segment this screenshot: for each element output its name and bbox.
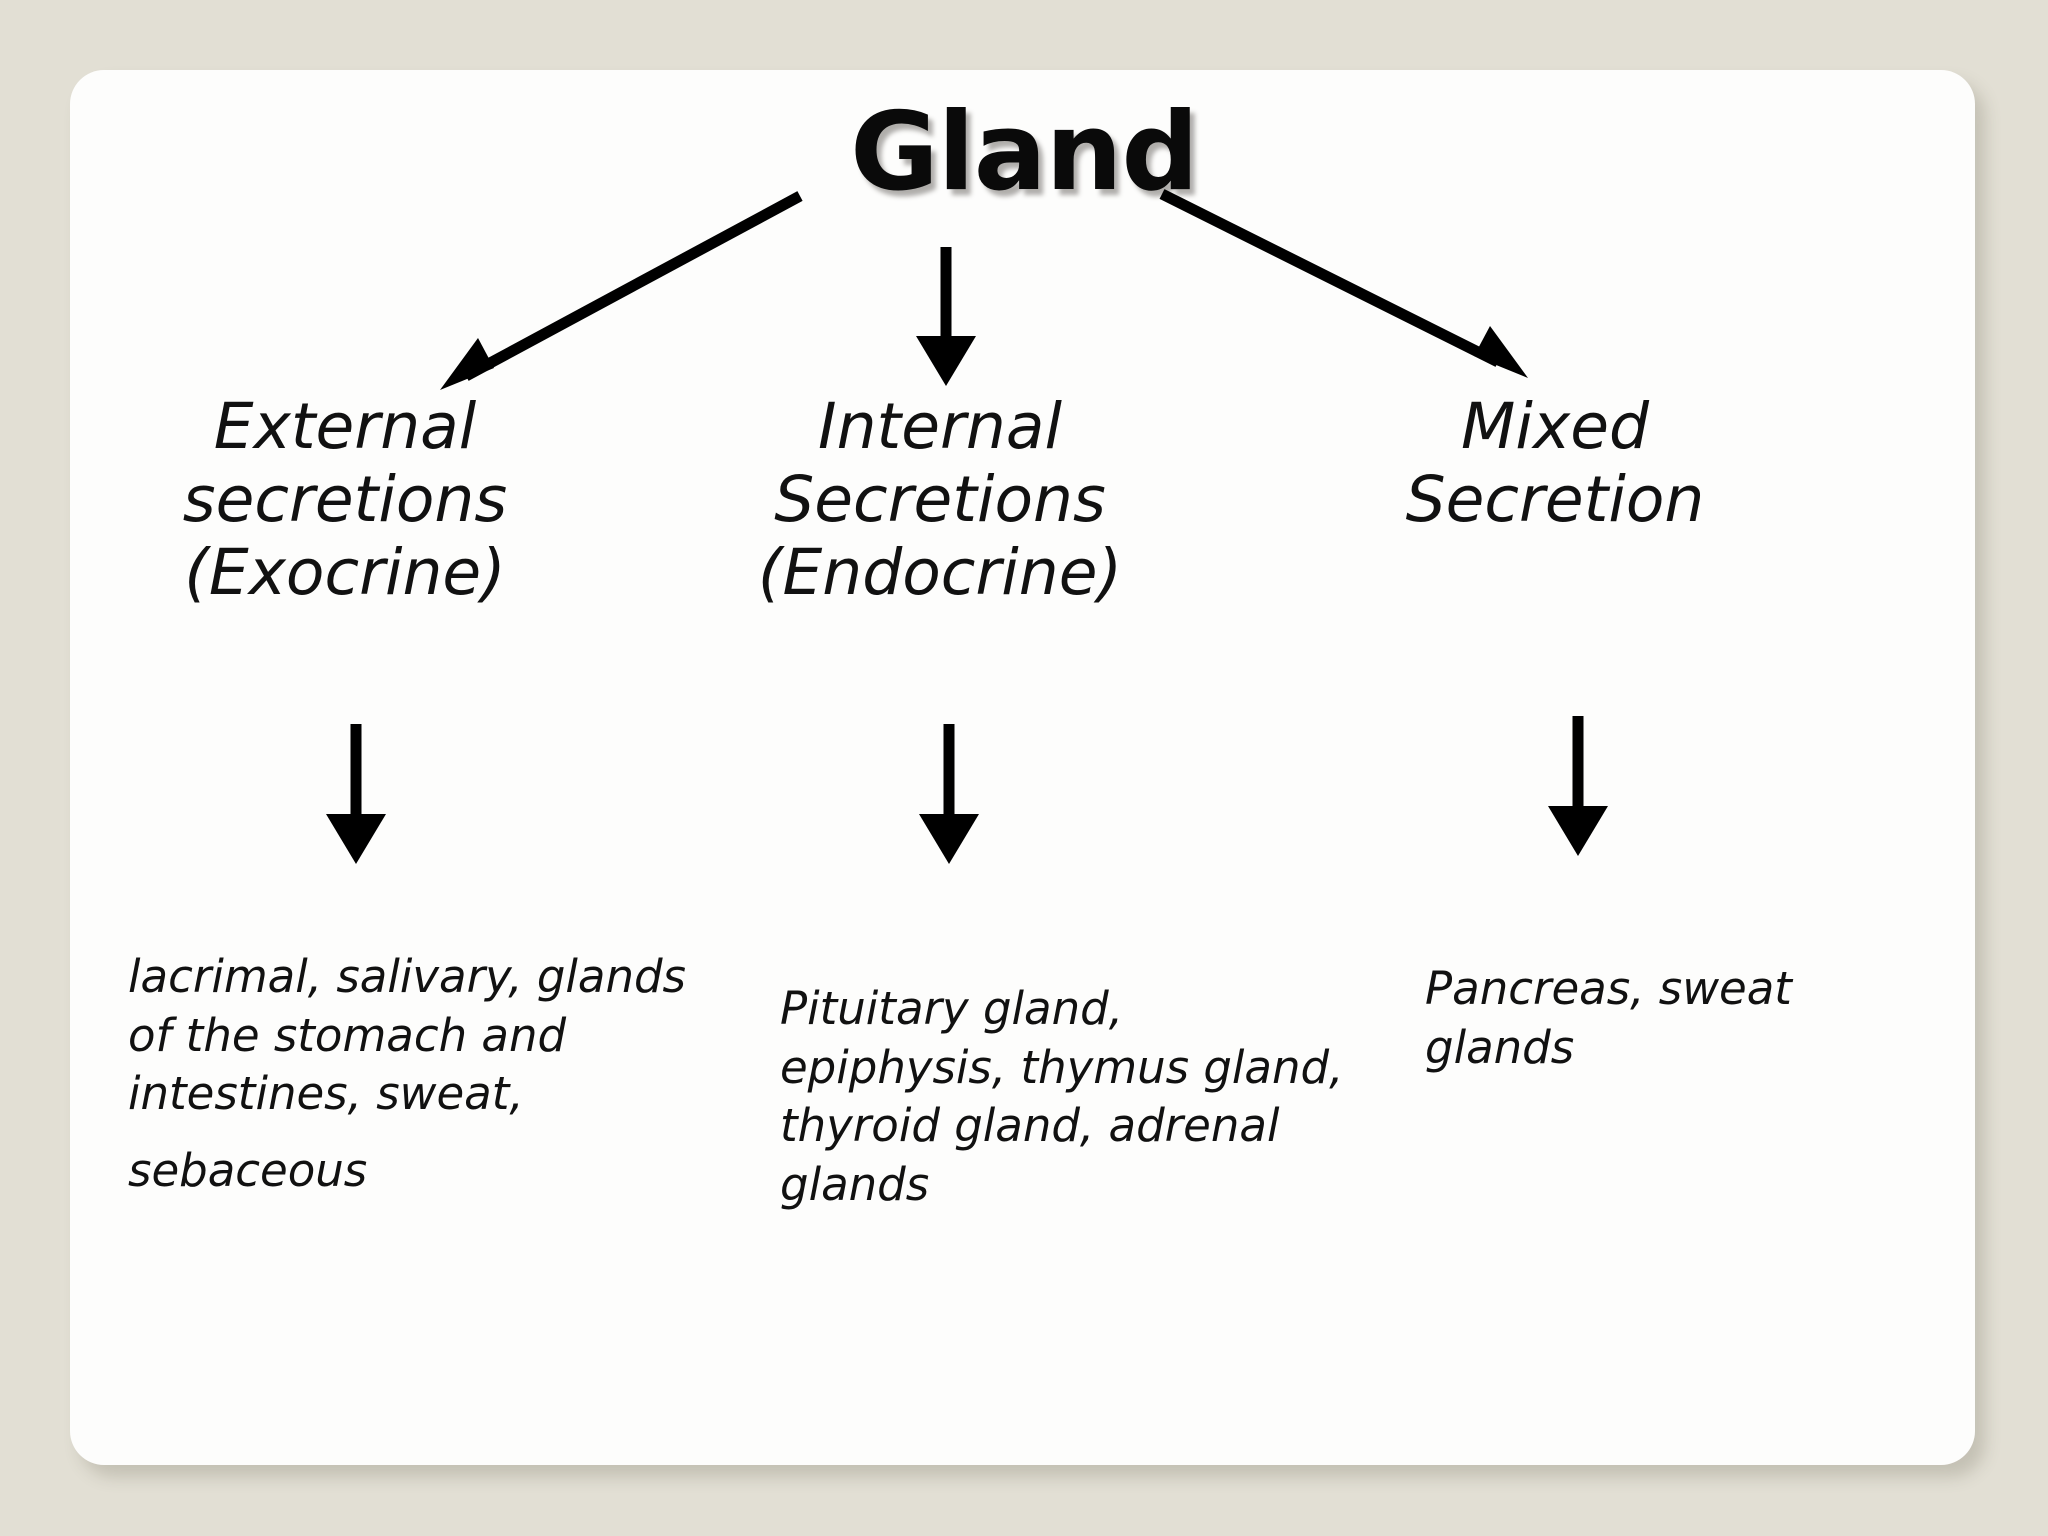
examples-line: Pancreas, sweat glands bbox=[1425, 962, 1792, 1074]
examples-line: sebaceous bbox=[128, 1144, 368, 1198]
category-label-mixed: Mixed Secretion bbox=[1405, 390, 1705, 537]
category-label-exocrine: External secretions (Exocrine) bbox=[182, 390, 508, 610]
page-title: Gland bbox=[850, 90, 1199, 215]
examples-line: Pituitary gland, epiphysis, thymus gland… bbox=[780, 982, 1344, 1211]
examples-endocrine: Pituitary gland, epiphysis, thymus gland… bbox=[780, 980, 1350, 1214]
category-label-endocrine: Internal Secretions (Endocrine) bbox=[757, 390, 1123, 610]
slide-card bbox=[70, 70, 1975, 1465]
examples-mixed: Pancreas, sweat glands bbox=[1425, 960, 1895, 1077]
examples-exocrine: lacrimal, salivary, glands of the stomac… bbox=[128, 948, 728, 1201]
examples-line: lacrimal, salivary, glands of the stomac… bbox=[128, 950, 686, 1120]
